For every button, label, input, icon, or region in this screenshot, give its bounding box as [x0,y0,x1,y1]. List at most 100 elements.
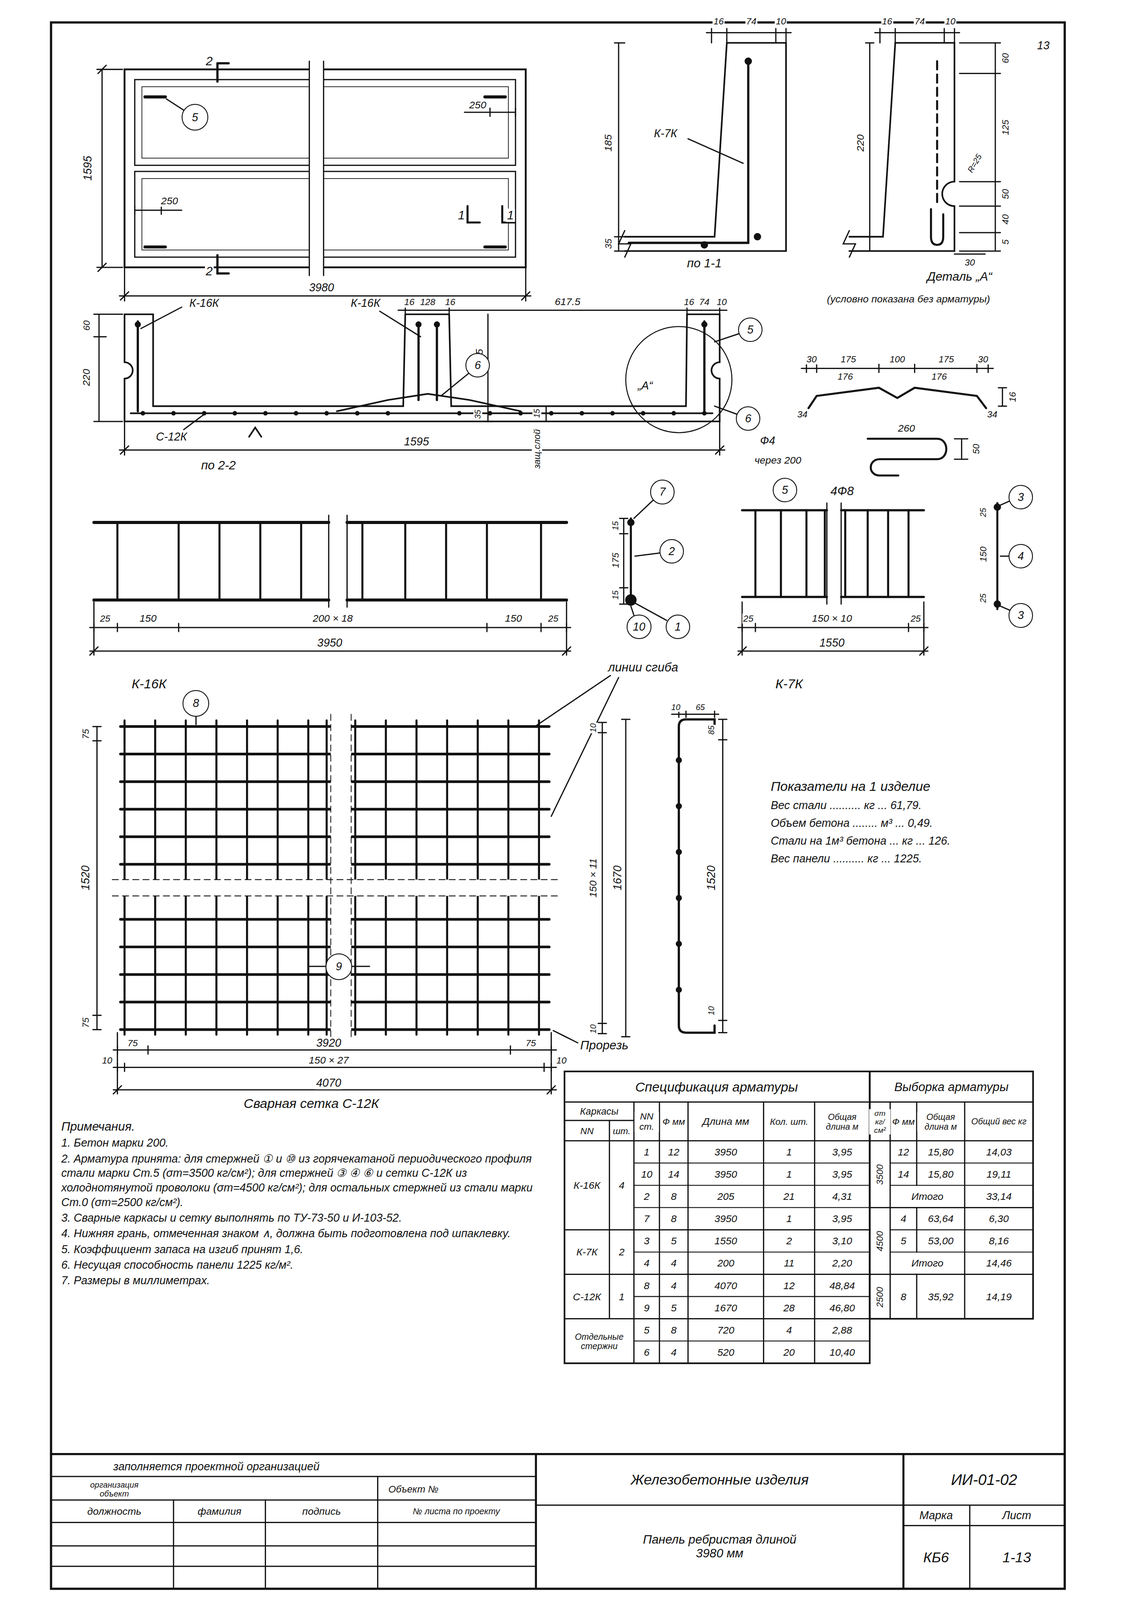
bar-6-detail [801,364,1007,409]
callout-circle: 10 [626,614,652,640]
drawing-label: 100 [888,354,906,365]
table-grid [609,1102,815,1364]
drawing-label: 12 [667,1146,681,1158]
drawing-label: заполняется проектной организацией [112,1460,321,1474]
drawing-label: 7 [643,1213,651,1225]
drawing-label: 10 [706,1004,716,1016]
drawing-label: NN [579,1126,595,1137]
drawing-label: 150 × 11 [587,857,599,899]
indicator-line: Вес панели .......... кг ... 1225. [770,851,1047,866]
note-line: 7. Размеры в миллиметрах. [61,1273,558,1288]
drawing-label: 2 [643,1191,651,1203]
drawing-label: С-12К [154,430,188,444]
drawing-label: К-16К [572,1179,602,1192]
frame-k-7k [1000,606,1010,611]
section-2-2 [134,321,141,328]
detail-a [843,230,856,258]
drawing-label: 4 [617,1179,626,1192]
callout-circle: 7 [650,479,675,505]
detail-a [874,28,960,43]
drawing-label: 150 [977,545,989,564]
drawing-label: 2,20 [831,1258,854,1270]
drawing-label: 1520 [79,864,92,892]
table-grid [633,1163,870,1342]
drawing-label: 74 [913,16,926,27]
title-block [51,1476,537,1567]
section-1-1 [628,59,749,243]
drawing-label: фамилия [196,1506,243,1518]
drawing-label: 3920 [315,1036,342,1050]
frame-k-16k [89,602,571,656]
plan-view [166,99,184,111]
drawing-label: 1595 [403,435,430,449]
drawing-label: 1 [643,1146,651,1158]
drawing-label: 28 [782,1302,796,1314]
table-grid [564,1102,1033,1319]
drawing-label: 220 [854,133,866,153]
drawing-label: 3950 [713,1168,739,1180]
mesh-c-12k [112,714,562,1039]
table-grid [564,1071,870,1364]
drawing-label: 25 [978,592,988,604]
drawing-label: 50 [970,443,982,456]
callout-number: 2 [668,545,675,557]
drawing-label: (условно показана без арматуры) [826,293,991,305]
drawing-label: К-16К [130,676,167,692]
callout-number: 5 [191,111,199,124]
mesh-profile [671,711,727,1033]
mesh-c-12k [330,714,352,1041]
title-block [173,1476,378,1589]
mesh-c-12k [598,722,607,1034]
drawing-label: „А“ [636,379,654,393]
callout-number: 1 [674,621,681,633]
drawing-label: защ.слой [532,428,543,470]
drawing-label: 85 [706,724,716,735]
detail-a [959,43,1001,252]
section-2-2 [397,308,727,316]
drawing-label: 1550 [818,636,846,650]
drawing-label: 25 [547,613,560,624]
drawing-label: 2 [205,54,214,68]
callout-circle: 3 [1008,484,1033,510]
callout-number: 3 [1017,609,1025,621]
drawing-label: 20 [782,1346,796,1359]
indicator-list: Показатели на 1 изделиеВес стали .......… [770,778,1047,870]
drawing-label: 176 [930,371,949,382]
drawing-label: 8 [670,1324,678,1336]
drawing-label: 1670 [713,1302,739,1314]
mesh-profile [675,802,683,810]
drawing-label: 12 [782,1280,796,1292]
drawing-label: Кол. шт. [765,1116,813,1128]
section-2-2 [137,321,705,412]
mesh-c-12k [113,1032,557,1094]
drawing-label: 150 × 27 [307,1055,350,1067]
title-block [51,1453,1065,1456]
title-block [51,1453,1065,1589]
section-2-2 [545,406,547,422]
frame-k-16k [619,518,628,604]
sheet-frame [51,22,1065,1589]
frame-k-7k [755,510,909,597]
drawing-label: 4 [899,1213,908,1225]
section-2-2 [610,411,615,416]
section-2-2 [579,411,584,416]
frame-k-16k [635,552,660,557]
drawing-label: 16 [1007,391,1018,404]
drawing-label: 4 [670,1346,678,1359]
section-1-1 [745,58,752,65]
drawing-label: 19,11 [985,1168,1013,1180]
section-1-1 [754,233,761,240]
bar-5-detail [867,438,968,476]
drawing-label: 34 [796,409,809,420]
drawing-label: 8 [899,1291,908,1303]
drawing-label: через 200 [753,454,803,466]
mesh-profile [675,986,683,993]
section-1-1 [701,242,708,249]
drawing-label: 63,64 [926,1213,954,1225]
drawing-label: 3950 [713,1146,739,1158]
section-2-2 [625,326,732,433]
drawing-label: 4 [670,1258,678,1270]
mesh-profile [675,894,683,902]
mesh-profile [718,719,727,1033]
drawing-label: 3950 [316,636,343,650]
